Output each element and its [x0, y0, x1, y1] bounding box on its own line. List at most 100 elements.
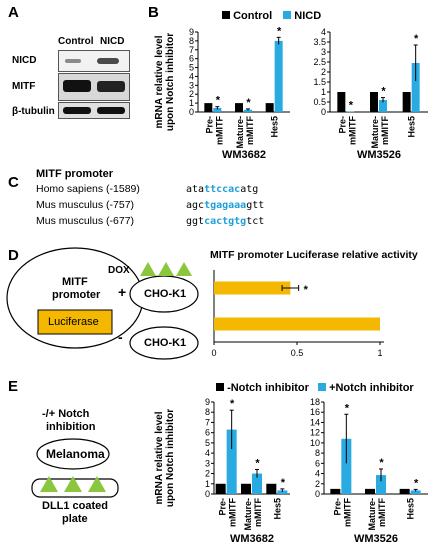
y-tick-label: 8 — [205, 407, 210, 417]
y-tick-label: 4 — [205, 448, 210, 458]
legend-swatch-nicd — [283, 11, 292, 19]
bar — [213, 108, 222, 112]
blot-col-control: Control — [58, 36, 94, 47]
x-tick-label: Mature-mMITF — [367, 498, 387, 531]
significance-star: * — [230, 398, 235, 410]
x-tick-label: Pre-mMITF — [204, 116, 224, 145]
y-tick-label: 3.5 — [313, 37, 326, 47]
cho-k1-top-label: CHO-K1 — [144, 288, 187, 300]
y-tick-label: 1 — [321, 87, 326, 97]
bar — [376, 475, 386, 494]
legend-label-plus: +Notch inhibitor — [329, 382, 414, 394]
y-axis-label: mRNA relative levelupon Notch inhibitor — [154, 409, 176, 507]
bar — [379, 100, 387, 112]
bar — [214, 281, 291, 295]
significance-star: * — [379, 457, 384, 469]
y-tick-label: 14 — [310, 417, 320, 427]
y-tick-label: 2 — [321, 67, 326, 77]
y-tick-label: 16 — [310, 407, 320, 417]
x-tick-label-line: Hes5 — [272, 498, 282, 520]
dox-triangle-icon — [158, 262, 174, 276]
promoter-label-line1: MITF — [62, 276, 88, 288]
blot-label-mitf: MITF — [12, 81, 36, 92]
y-tick-label: 8 — [189, 36, 194, 46]
legend-swatch-control — [222, 11, 230, 19]
y-tick-label: 6 — [315, 458, 320, 468]
x-tick-label: 0 — [211, 348, 216, 358]
x-tick-label: Hes5 — [406, 498, 416, 520]
schematic-d — [6, 247, 199, 360]
promoter-title: MITF promoter — [36, 168, 113, 180]
x-tick-label-line: Hes5 — [270, 116, 280, 138]
y-tick-label: 0 — [189, 107, 194, 117]
y-tick-label: 1.5 — [313, 77, 326, 87]
dox-triangle-icon — [140, 262, 156, 276]
panel-a-letter: A — [8, 4, 19, 21]
cho-k1-bottom-label: CHO-K1 — [144, 337, 187, 349]
significance-star: * — [255, 457, 260, 469]
x-tick-label: Hes5 — [407, 116, 417, 138]
dox-triangle-icon — [176, 262, 192, 276]
x-tick-label-line: Mature- — [235, 116, 245, 149]
y-tick-label: 3 — [205, 458, 210, 468]
legend-swatch-minus — [216, 383, 224, 391]
y-axis-label-line: upon Notch inhibitor — [165, 409, 176, 507]
luciferase-label: Luciferase — [48, 316, 99, 328]
promoter-species: Homo sapiens (-1589) — [36, 183, 140, 195]
y-tick-label: 4 — [189, 71, 194, 81]
promoter-row-human: Homo sapiens (-1589) — [36, 183, 140, 195]
y-tick-label: 0 — [321, 107, 326, 117]
bar — [277, 490, 288, 494]
y-tick-label: 9 — [189, 27, 194, 37]
y-tick-label: 2.5 — [313, 57, 326, 67]
x-tick-label-line: Pre- — [337, 116, 347, 134]
chart-title: WM3526 — [357, 149, 401, 161]
y-tick-label: 12 — [310, 428, 320, 438]
chart-title: WM3682 — [230, 533, 274, 545]
bar — [399, 488, 410, 494]
blot-label-tubulin: β-tubulin — [12, 106, 55, 117]
blot-label-nicd: NICD — [12, 55, 37, 66]
x-tick-label-line: mMITF — [347, 116, 357, 145]
inhibition-line1: -/+ Notch — [42, 408, 90, 420]
significance-star: * — [345, 402, 350, 414]
x-tick-label-line: mMITF — [228, 498, 238, 527]
x-tick-label-line: mMITF — [253, 498, 263, 527]
significance-star: * — [277, 25, 282, 37]
cho-k1-bottom-cell — [129, 326, 199, 360]
legend-swatch-plus — [318, 383, 326, 391]
chart-d-luciferase: MITF promoter Luciferase relative activi… — [210, 249, 418, 358]
x-tick-label-line: Mature- — [367, 498, 377, 531]
significance-star: * — [246, 97, 251, 109]
bar — [274, 40, 283, 113]
promoter-species: Mus musculus (-757) — [36, 199, 135, 211]
bar — [252, 473, 262, 494]
bar — [402, 92, 411, 112]
bar — [214, 317, 380, 331]
luciferase-box — [37, 309, 113, 335]
panel-b-letter: B — [148, 4, 159, 21]
dll1-triangle-icon — [40, 476, 58, 492]
dll1-triangle-icon — [88, 476, 106, 492]
x-tick-label-line: Pre- — [332, 498, 342, 516]
seq-pre: ata — [186, 184, 205, 195]
x-tick-label: Mature-mMITF — [235, 116, 255, 149]
chart-title: WM3682 — [222, 149, 266, 161]
seq-motif: tgagaaa — [204, 200, 247, 211]
y-tick-label: 0.5 — [313, 97, 326, 107]
band — [97, 81, 125, 92]
blot-tubulin — [58, 102, 130, 119]
y-tick-label: 0 — [315, 489, 320, 499]
band — [97, 107, 125, 114]
dll1-triangle-icon — [64, 476, 82, 492]
y-tick-label: 3 — [321, 47, 326, 57]
schematic-e — [31, 438, 119, 498]
seq-post: gtt — [246, 200, 265, 211]
promoter-seq-mouse-757: agctgagaaagtt — [186, 200, 264, 211]
legend-b: Control NICD — [222, 10, 321, 22]
y-tick-label: 18 — [310, 397, 320, 407]
chart-e-wm3526: 024681012141618*Pre-mMITF*Mature-mMITF*H… — [310, 397, 428, 545]
chart-b-wm3526: 00.511.522.533.54*Pre-mMITF*Mature-mMITF… — [313, 27, 428, 161]
x-tick-label: Mature-mMITF — [243, 498, 263, 531]
x-tick-label: 0.5 — [291, 348, 304, 358]
